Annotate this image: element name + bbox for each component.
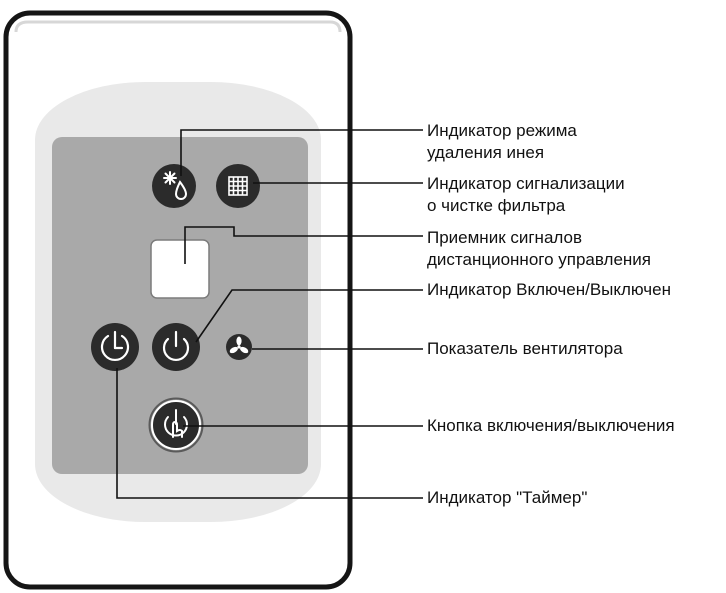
callout-defrost: Индикатор режима удаления инея	[427, 120, 577, 164]
callout-receiver-line-2: дистанционного управления	[427, 250, 651, 269]
filter-grid-icon	[228, 176, 248, 196]
leader-power-indicator	[195, 289, 423, 343]
power-icon	[162, 330, 190, 361]
callout-defrost-line-1: Индикатор режима	[427, 121, 577, 140]
timer-indicator	[91, 323, 139, 371]
power-button[interactable]	[148, 397, 204, 453]
leader-timer	[116, 368, 423, 499]
callout-defrost-line-2: удаления инея	[427, 143, 545, 162]
power-touch-icon	[164, 409, 188, 438]
leader-lines	[116, 129, 423, 499]
callout-filter-line-2: о чистке фильтра	[427, 196, 566, 215]
leader-receiver	[184, 226, 423, 264]
leader-defrost	[180, 129, 423, 176]
callout-power-button: Кнопка включения/выключения	[427, 415, 675, 437]
defrost-indicator	[152, 164, 196, 208]
callout-power-indicator-line-1: Индикатор Включен/Выключен	[427, 280, 672, 299]
callout-power-button-line-1: Кнопка включения/выключения	[427, 416, 675, 435]
callout-receiver-line-1: Приемник сигналов	[427, 228, 582, 247]
timer-icon	[100, 330, 130, 361]
callout-receiver: Приемник сигналов дистанционного управле…	[427, 227, 651, 271]
fan-indicator	[226, 334, 252, 360]
callout-power-indicator: Индикатор Включен/Выключен	[427, 279, 671, 301]
callout-timer: Индикатор "Таймер"	[427, 487, 587, 509]
callout-fan: Показатель вентилятора	[427, 338, 623, 360]
filter-indicator	[216, 164, 260, 208]
callout-filter: Индикатор сигнализации о чистке фильтра	[427, 173, 625, 217]
callout-fan-line-1: Показатель вентилятора	[427, 339, 623, 358]
callout-timer-line-1: Индикатор "Таймер"	[427, 488, 588, 507]
callout-filter-line-1: Индикатор сигнализации	[427, 174, 625, 193]
panel-inner-edge	[14, 20, 342, 33]
ir-receiver-window	[150, 239, 210, 299]
display-plate	[52, 137, 308, 474]
defrost-icon	[163, 171, 188, 200]
power-indicator	[152, 323, 200, 371]
fan-icon	[229, 336, 249, 354]
